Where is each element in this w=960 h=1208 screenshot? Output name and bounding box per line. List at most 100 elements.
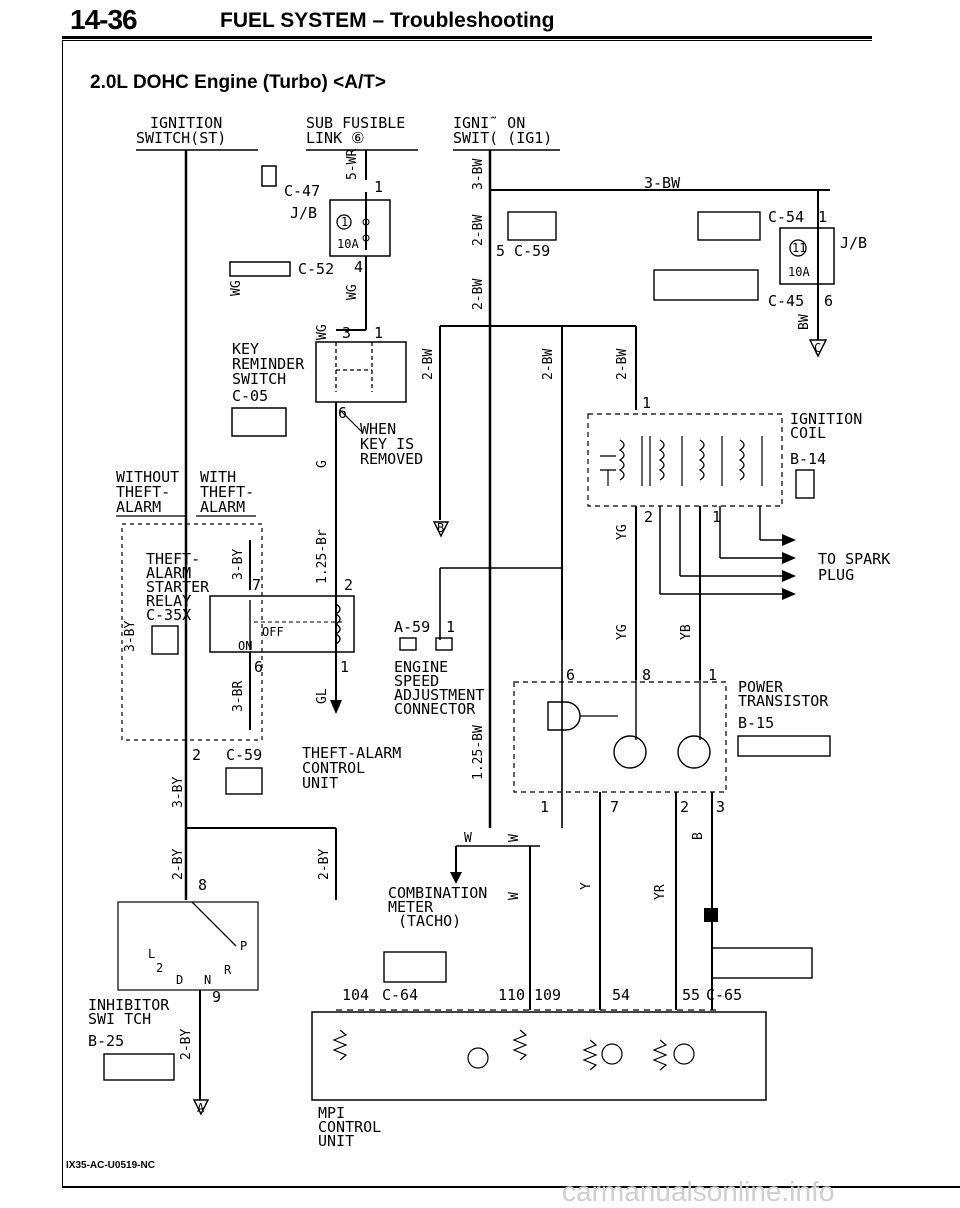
ignition-switch-st-line1: IGNITION <box>150 114 222 132</box>
mpi-pin-109: 109 <box>534 986 561 1004</box>
svg-text:P: P <box>240 939 247 953</box>
svg-text:THEFT-: THEFT- <box>116 483 170 501</box>
ignition-coil-box <box>587 413 783 507</box>
svg-text:UNIT: UNIT <box>318 1132 354 1150</box>
svg-text:THEFT-ALARM: THEFT-ALARM <box>302 744 401 762</box>
connector-c05-icon <box>231 407 287 437</box>
connector-a59-icon <box>399 637 417 651</box>
svg-text:A: A <box>197 1101 205 1115</box>
connector-c59b-icon <box>507 211 557 241</box>
watermark: carmanualsonline.info <box>562 1176 835 1207</box>
svg-text:REMOVED: REMOVED <box>360 450 423 468</box>
svg-text:(TACHO): (TACHO) <box>398 912 461 930</box>
theft-alarm-block <box>121 523 263 741</box>
svg-text:COMBINATION: COMBINATION <box>388 884 487 902</box>
wire-1-25-br: 1.25-Br <box>315 529 330 584</box>
wire-yb: YB <box>679 624 694 640</box>
wire-w-b: W <box>507 834 522 842</box>
svg-text:6: 6 <box>254 658 263 676</box>
svg-text:1: 1 <box>340 658 349 676</box>
svg-text:2: 2 <box>156 961 163 975</box>
svg-text:C-35X: C-35X <box>146 606 191 624</box>
mpi-pin-104: 104 <box>342 986 369 1004</box>
with-theft-alarm-label: WITH THEFT- ALARM <box>200 468 254 516</box>
wire-2-by-b: 2-BY <box>317 849 332 880</box>
wire-2-by-c: 2-BY <box>179 1029 194 1060</box>
svg-text:2: 2 <box>680 798 689 816</box>
connector-c65-icon <box>711 947 813 979</box>
wire-3-by-b: 3-BY <box>231 549 246 580</box>
connector-c45: C-45 <box>768 292 804 310</box>
connector-c54: C-54 <box>768 208 804 226</box>
spark-plug-leads <box>659 506 796 600</box>
pin-c47: 1 <box>374 178 383 196</box>
page-header: 14-36 FUEL SYSTEM – Troubleshooting <box>0 0 960 60</box>
svg-text:CONTROL: CONTROL <box>318 1118 381 1136</box>
inhibitor-switch-box <box>117 901 259 991</box>
svg-text:ADJUSTMENT: ADJUSTMENT <box>394 686 484 704</box>
sub-fusible-link-line2: LINK ⑥ <box>306 129 365 147</box>
inhibitor-switch-label: INHIBITOR SWI TCH B-25 <box>88 996 170 1050</box>
transistor-2-icon <box>677 735 711 769</box>
wire-5-wr: 5-WR <box>345 149 360 180</box>
wire-3-bw-b: 3-BW <box>644 174 681 192</box>
connector-c59: C-59 <box>226 746 262 764</box>
svg-text:2: 2 <box>192 746 201 764</box>
wire-wg-a: WG <box>229 280 244 296</box>
svg-text:WITH: WITH <box>200 468 236 486</box>
svg-text:PLUG: PLUG <box>818 566 854 584</box>
svg-text:1: 1 <box>642 394 651 412</box>
ground-marker-icon <box>704 908 718 922</box>
mpi-pin-55: 55 <box>682 986 700 1004</box>
connector-c52: C-52 <box>298 260 334 278</box>
page-section-title: FUEL SYSTEM – Troubleshooting <box>220 9 555 32</box>
svg-text:2: 2 <box>644 508 653 526</box>
connector-c59-icon <box>225 767 263 795</box>
mpi-control-unit-label: MPI CONTROL UNIT <box>318 1104 381 1150</box>
ignition-switch-ig1: IGNI˜ ON SWIT( (IG1) <box>453 114 560 151</box>
mpi-internal-circuits <box>332 1029 695 1071</box>
svg-text:IGNITION: IGNITION <box>790 410 862 428</box>
svg-text:INHIBITOR: INHIBITOR <box>88 996 170 1014</box>
header-rule-thin <box>62 40 872 41</box>
power-transistor-gate <box>547 701 581 731</box>
ignition-switch-ig1-line1: IGNI˜ ON <box>453 114 525 132</box>
svg-text:B-15: B-15 <box>738 714 774 732</box>
wire-3-bw-a: 3-BW <box>471 159 486 190</box>
svg-text:6: 6 <box>566 666 575 684</box>
theft-alarm-relay-box <box>209 595 355 653</box>
wire-3-by-c: 3-BY <box>171 777 186 808</box>
svg-text:1: 1 <box>712 508 721 526</box>
combination-meter-label: COMBINATION METER (TACHO) <box>388 884 487 930</box>
svg-text:1: 1 <box>374 324 383 342</box>
wire-bw: BW <box>797 314 812 330</box>
connector-c54-icon <box>697 211 761 241</box>
svg-text:WHEN: WHEN <box>360 420 396 438</box>
mpi-control-unit-box <box>311 1011 767 1101</box>
svg-text:UNIT: UNIT <box>302 774 338 792</box>
mpi-pin-110: 110 <box>498 986 525 1004</box>
svg-text:MPI: MPI <box>318 1104 345 1122</box>
page-number: 14-36 <box>70 4 138 35</box>
wire-2-bw-b: 2-BW <box>471 279 486 310</box>
connector-c35x-icon <box>151 625 179 655</box>
svg-text:THEFT-: THEFT- <box>146 550 200 568</box>
wire-2-bw-e: 2-BW <box>615 349 630 380</box>
svg-text:3: 3 <box>342 324 351 342</box>
wire-wg-c: WG <box>315 324 330 340</box>
theft-alarm-unit-label: THEFT-ALARM CONTROL UNIT <box>302 744 401 792</box>
svg-text:POWER: POWER <box>738 678 784 696</box>
wire-2-bw-c: 2-BW <box>421 349 436 380</box>
when-key-removed-label: WHEN KEY IS REMOVED <box>360 420 423 468</box>
svg-text:C: C <box>814 341 821 355</box>
wire-yg-b: YG <box>615 624 630 640</box>
svg-text:C-05: C-05 <box>232 387 268 405</box>
svg-text:KEY: KEY <box>232 340 259 358</box>
pin-c52: 4 <box>354 258 363 276</box>
wire-w-a: W <box>464 831 472 846</box>
wire-y: Y <box>579 882 594 890</box>
svg-text:1: 1 <box>341 215 348 229</box>
wire-2-bw-a: 2-BW <box>471 215 486 246</box>
wire-3-br: 3-BR <box>231 681 246 712</box>
